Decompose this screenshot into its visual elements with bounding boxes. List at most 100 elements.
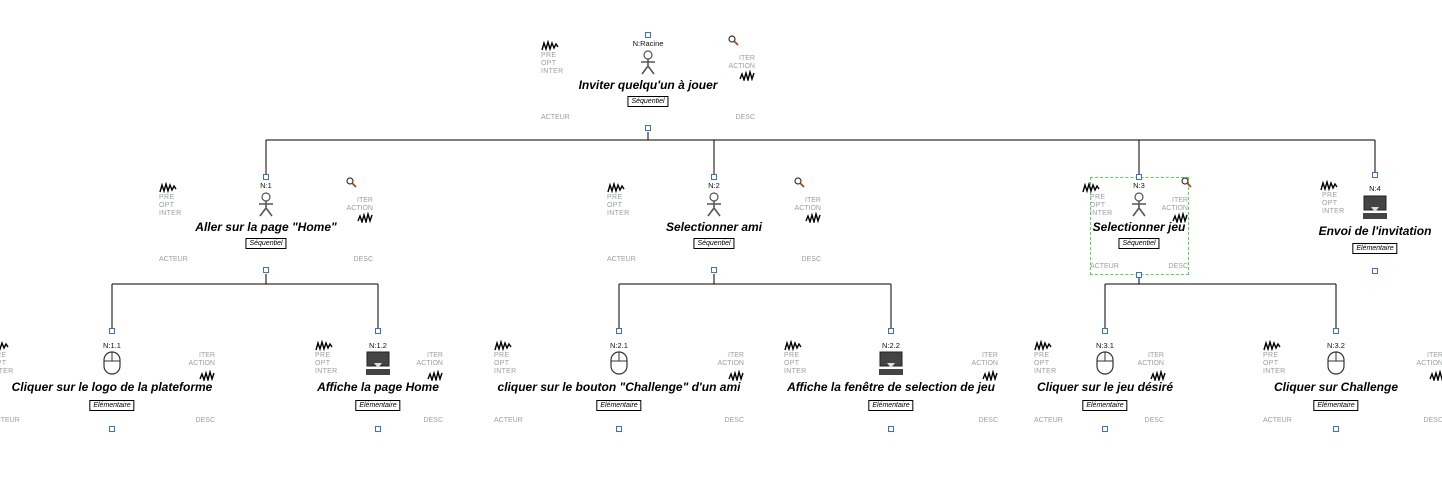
- magnifier-icon[interactable]: [1181, 177, 1192, 188]
- desc-label: DESC: [353, 256, 373, 263]
- connector-top-handle[interactable]: [888, 328, 894, 334]
- operator-badge[interactable]: Elémentaire: [1352, 243, 1398, 254]
- task-node-n31[interactable]: PRE OPT INTER N:3.1 ITER ACTION Cliquer …: [990, 328, 1220, 438]
- label-pre: PRE: [784, 352, 800, 359]
- precondition-scribble-icon: [159, 182, 177, 194]
- task-name[interactable]: cliquer sur le bouton "Challenge" d'un a…: [497, 380, 741, 394]
- operator-badge[interactable]: Elémentaire: [355, 400, 401, 411]
- system-computer-icon: [366, 351, 390, 375]
- connector-bottom-handle[interactable]: [1102, 426, 1108, 432]
- connector-top-handle[interactable]: [711, 174, 717, 180]
- side-left-labels: PRE OPT INTER: [0, 352, 14, 376]
- precondition-scribble-icon: [0, 340, 9, 352]
- connector-top-handle[interactable]: [1372, 172, 1378, 178]
- task-name[interactable]: Aller sur la page "Home": [195, 220, 337, 234]
- side-left-labels: PRE OPT INTER: [1322, 192, 1345, 216]
- task-node-n3[interactable]: PRE OPT INTER N:3 ITER ACTION Selectionn…: [1024, 174, 1254, 284]
- connector-top-handle[interactable]: [1333, 328, 1339, 334]
- task-name[interactable]: Envoi de l'invitation: [1318, 224, 1432, 238]
- desc-label: DESC: [978, 417, 998, 424]
- operator-badge[interactable]: Elémentaire: [1082, 400, 1128, 411]
- task-id: N:2: [708, 181, 720, 190]
- task-id: N:2.2: [882, 341, 900, 350]
- acteur-label: ACTEUR: [1034, 417, 1063, 424]
- magnifier-icon[interactable]: [346, 177, 357, 188]
- operator-badge[interactable]: Elémentaire: [868, 400, 914, 411]
- operator-badge[interactable]: Séquentiel: [693, 238, 735, 249]
- operator-badge[interactable]: Séquentiel: [627, 96, 669, 107]
- label-inter: INTER: [1034, 368, 1057, 375]
- connector-top-handle[interactable]: [616, 328, 622, 334]
- connector-bottom-handle[interactable]: [645, 125, 651, 131]
- connector-bottom-handle[interactable]: [888, 426, 894, 432]
- task-node-n1[interactable]: PRE OPT INTER N:1 ITER ACTION Aller sur …: [151, 174, 381, 284]
- operator-badge[interactable]: Elémentaire: [596, 400, 642, 411]
- side-left-labels: PRE OPT INTER: [1090, 194, 1113, 218]
- task-node-n4[interactable]: PRE OPT INTER N:4 ITER ACTION Envoi de l…: [1260, 172, 1442, 282]
- operator-badge[interactable]: Séquentiel: [1118, 238, 1160, 249]
- mouse-icon: [1327, 351, 1345, 375]
- abstract-user-icon: [641, 50, 655, 75]
- side-right-labels: ITER ACTION: [417, 352, 443, 368]
- precondition-scribble-icon: [1320, 180, 1338, 192]
- task-name[interactable]: Affiche la fenêtre de selection de jeu: [787, 380, 995, 394]
- task-node-root[interactable]: PRE OPT INTER N:Racine ITER ACTION Invit…: [533, 32, 763, 142]
- task-name[interactable]: Selectionner jeu: [1092, 220, 1186, 234]
- connector-top-handle[interactable]: [109, 328, 115, 334]
- action-scribble-icon: [357, 212, 373, 223]
- connector-bottom-handle[interactable]: [1372, 268, 1378, 274]
- label-iter: ITER: [357, 197, 373, 204]
- label-action: ACTION: [188, 360, 215, 367]
- connector-top-handle[interactable]: [645, 32, 651, 38]
- connector-top-handle[interactable]: [1136, 174, 1142, 180]
- operator-badge[interactable]: Elémentaire: [89, 400, 135, 411]
- task-name[interactable]: Cliquer sur le jeu désiré: [1036, 380, 1174, 394]
- precondition-scribble-icon: [607, 182, 625, 194]
- task-id: N:3.1: [1096, 341, 1114, 350]
- connector-top-handle[interactable]: [375, 328, 381, 334]
- task-name[interactable]: Cliquer sur Challenge: [1273, 380, 1399, 394]
- task-node-n21[interactable]: PRE OPT INTER N:2.1 ITER ACTION cliquer …: [494, 328, 744, 438]
- label-iter: ITER: [1148, 352, 1164, 359]
- connector-bottom-handle[interactable]: [616, 426, 622, 432]
- acteur-label: ACTEUR: [494, 417, 523, 424]
- label-pre: PRE: [159, 194, 175, 201]
- abstract-user-icon: [1132, 192, 1146, 217]
- task-id: N:Racine: [632, 39, 664, 48]
- task-node-n22[interactable]: PRE OPT INTER N:2.2 ITER ACTION Affiche …: [776, 328, 1006, 438]
- connector-bottom-handle[interactable]: [1333, 426, 1339, 432]
- system-computer-icon: [1363, 195, 1387, 219]
- label-pre: PRE: [494, 352, 510, 359]
- connector-bottom-handle[interactable]: [109, 426, 115, 432]
- connector-bottom-handle[interactable]: [263, 267, 269, 273]
- desc-label: DESC: [724, 417, 744, 424]
- label-inter: INTER: [1322, 208, 1345, 215]
- side-left-labels: PRE OPT INTER: [494, 352, 517, 376]
- task-node-n32[interactable]: PRE OPT INTER N:3.2 ITER ACTION Cliquer …: [1221, 328, 1442, 438]
- magnifier-icon[interactable]: [794, 177, 805, 188]
- task-node-n12[interactable]: PRE OPT INTER N:1.2 ITER ACTION Affiche …: [263, 328, 493, 438]
- task-name[interactable]: Selectionner ami: [665, 220, 763, 234]
- mouse-icon: [1096, 351, 1114, 375]
- label-opt: OPT: [494, 360, 510, 367]
- label-action: ACTION: [346, 205, 373, 212]
- connector-bottom-handle[interactable]: [375, 426, 381, 432]
- label-pre: PRE: [315, 352, 331, 359]
- side-right-labels: ITER ACTION: [1417, 352, 1442, 368]
- task-node-n2[interactable]: PRE OPT INTER N:2 ITER ACTION Selectionn…: [599, 174, 829, 284]
- connector-bottom-handle[interactable]: [1136, 272, 1142, 278]
- task-name[interactable]: Affiche la page Home: [317, 380, 439, 394]
- task-id: N:1.2: [369, 341, 387, 350]
- task-name[interactable]: Inviter quelqu'un à jouer: [578, 78, 718, 92]
- precondition-scribble-icon: [1034, 340, 1052, 352]
- desc-label: DESC: [195, 417, 215, 424]
- label-pre: PRE: [1322, 192, 1338, 199]
- magnifier-icon[interactable]: [728, 35, 739, 46]
- connector-bottom-handle[interactable]: [711, 267, 717, 273]
- operator-badge[interactable]: Séquentiel: [245, 238, 287, 249]
- connector-top-handle[interactable]: [1102, 328, 1108, 334]
- task-name[interactable]: Cliquer sur le logo de la plateforme: [11, 380, 213, 394]
- connector-top-handle[interactable]: [263, 174, 269, 180]
- operator-badge[interactable]: Elémentaire: [1313, 400, 1359, 411]
- task-node-n11[interactable]: PRE OPT INTER N:1.1 ITER ACTION Cliquer …: [0, 328, 227, 438]
